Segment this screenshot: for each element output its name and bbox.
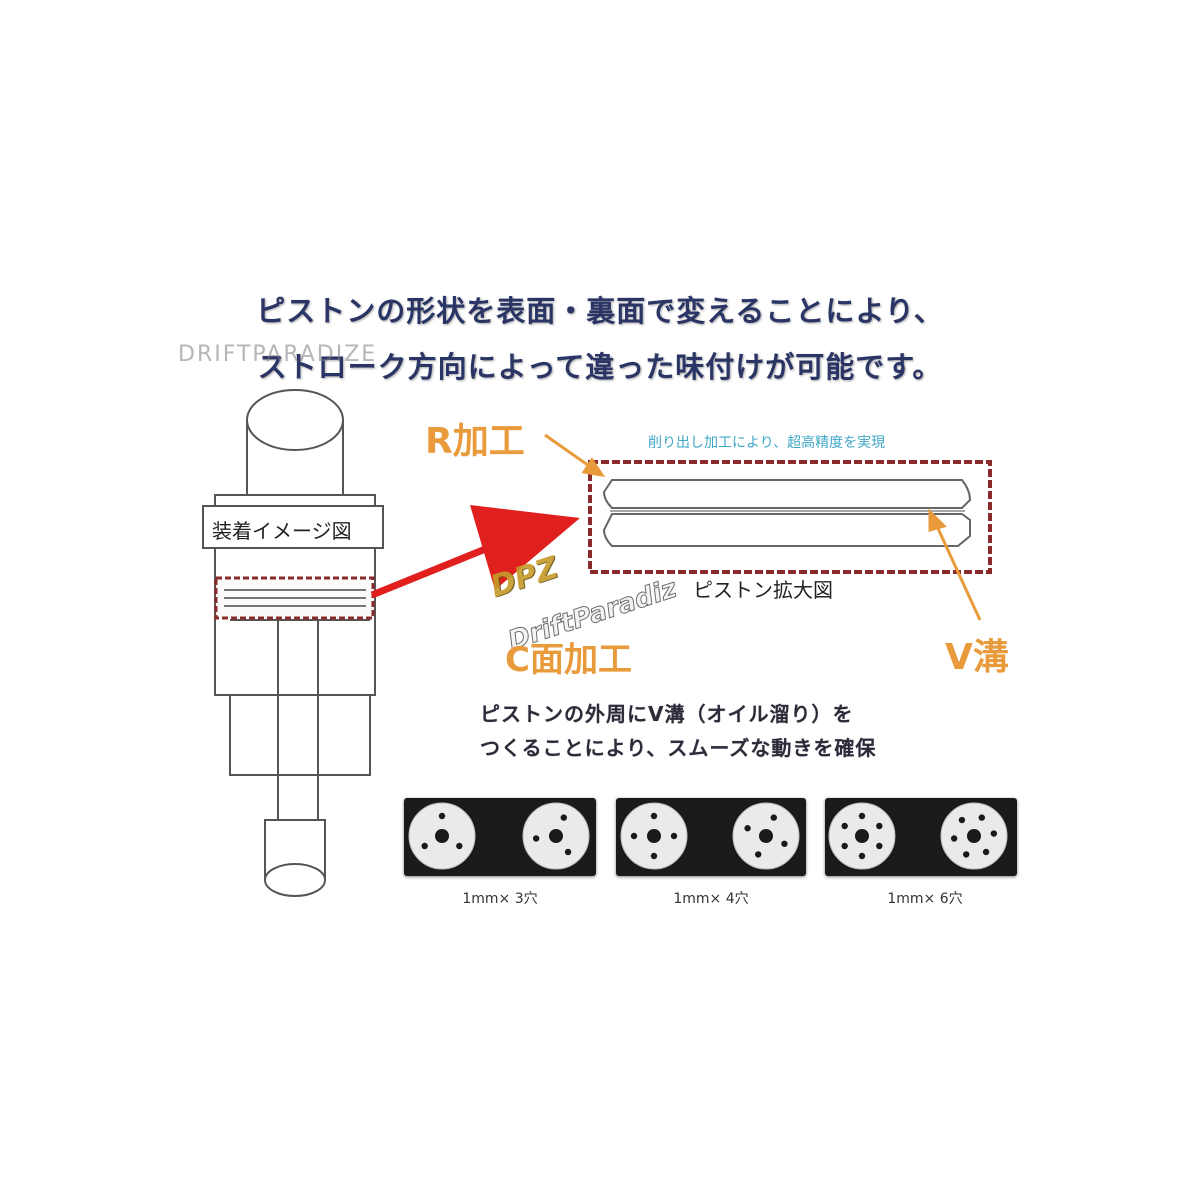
note-line-2: つくることにより、スムーズな動きを確保: [480, 736, 877, 760]
piston-photo-4-hole: [616, 798, 806, 876]
note-line-1: ピストンの外周にV溝（オイル溜り）を: [480, 702, 854, 726]
install-image-label: 装着イメージ図: [212, 519, 352, 543]
piston-caption-4-hole: 1mm× 4穴: [673, 891, 749, 907]
milling-note: 削り出し加工により、超高精度を実現: [648, 435, 886, 451]
piston-caption-3-hole: 1mm× 3穴: [462, 891, 538, 907]
c-process-label: C面加工: [505, 640, 632, 680]
v-groove-label: V溝: [945, 637, 1009, 678]
piston-photo-6-hole: [825, 798, 1017, 876]
headline-line-1: ピストンの形状を表面・裏面で変えることにより、: [256, 294, 944, 328]
piston-caption-6-hole: 1mm× 6穴: [887, 891, 963, 907]
piston-enlarged-label: ピストン拡大図: [693, 578, 833, 602]
headline-line-2: ストローク方向によって違った味付けが可能です。: [257, 350, 943, 384]
shock-body-outline: [214, 389, 376, 897]
watermark-text: DRIFTPARADIZE: [178, 342, 378, 367]
install-label-box: [202, 505, 384, 549]
red-arrow-icon: [370, 505, 580, 599]
piston-photo-3-hole: [404, 798, 596, 876]
enlarged-piston-frame: [588, 460, 992, 574]
orange-pointer-arrows: [544, 433, 982, 621]
r-process-label: R加工: [425, 421, 525, 462]
shock-piston-highlight: [214, 576, 375, 620]
